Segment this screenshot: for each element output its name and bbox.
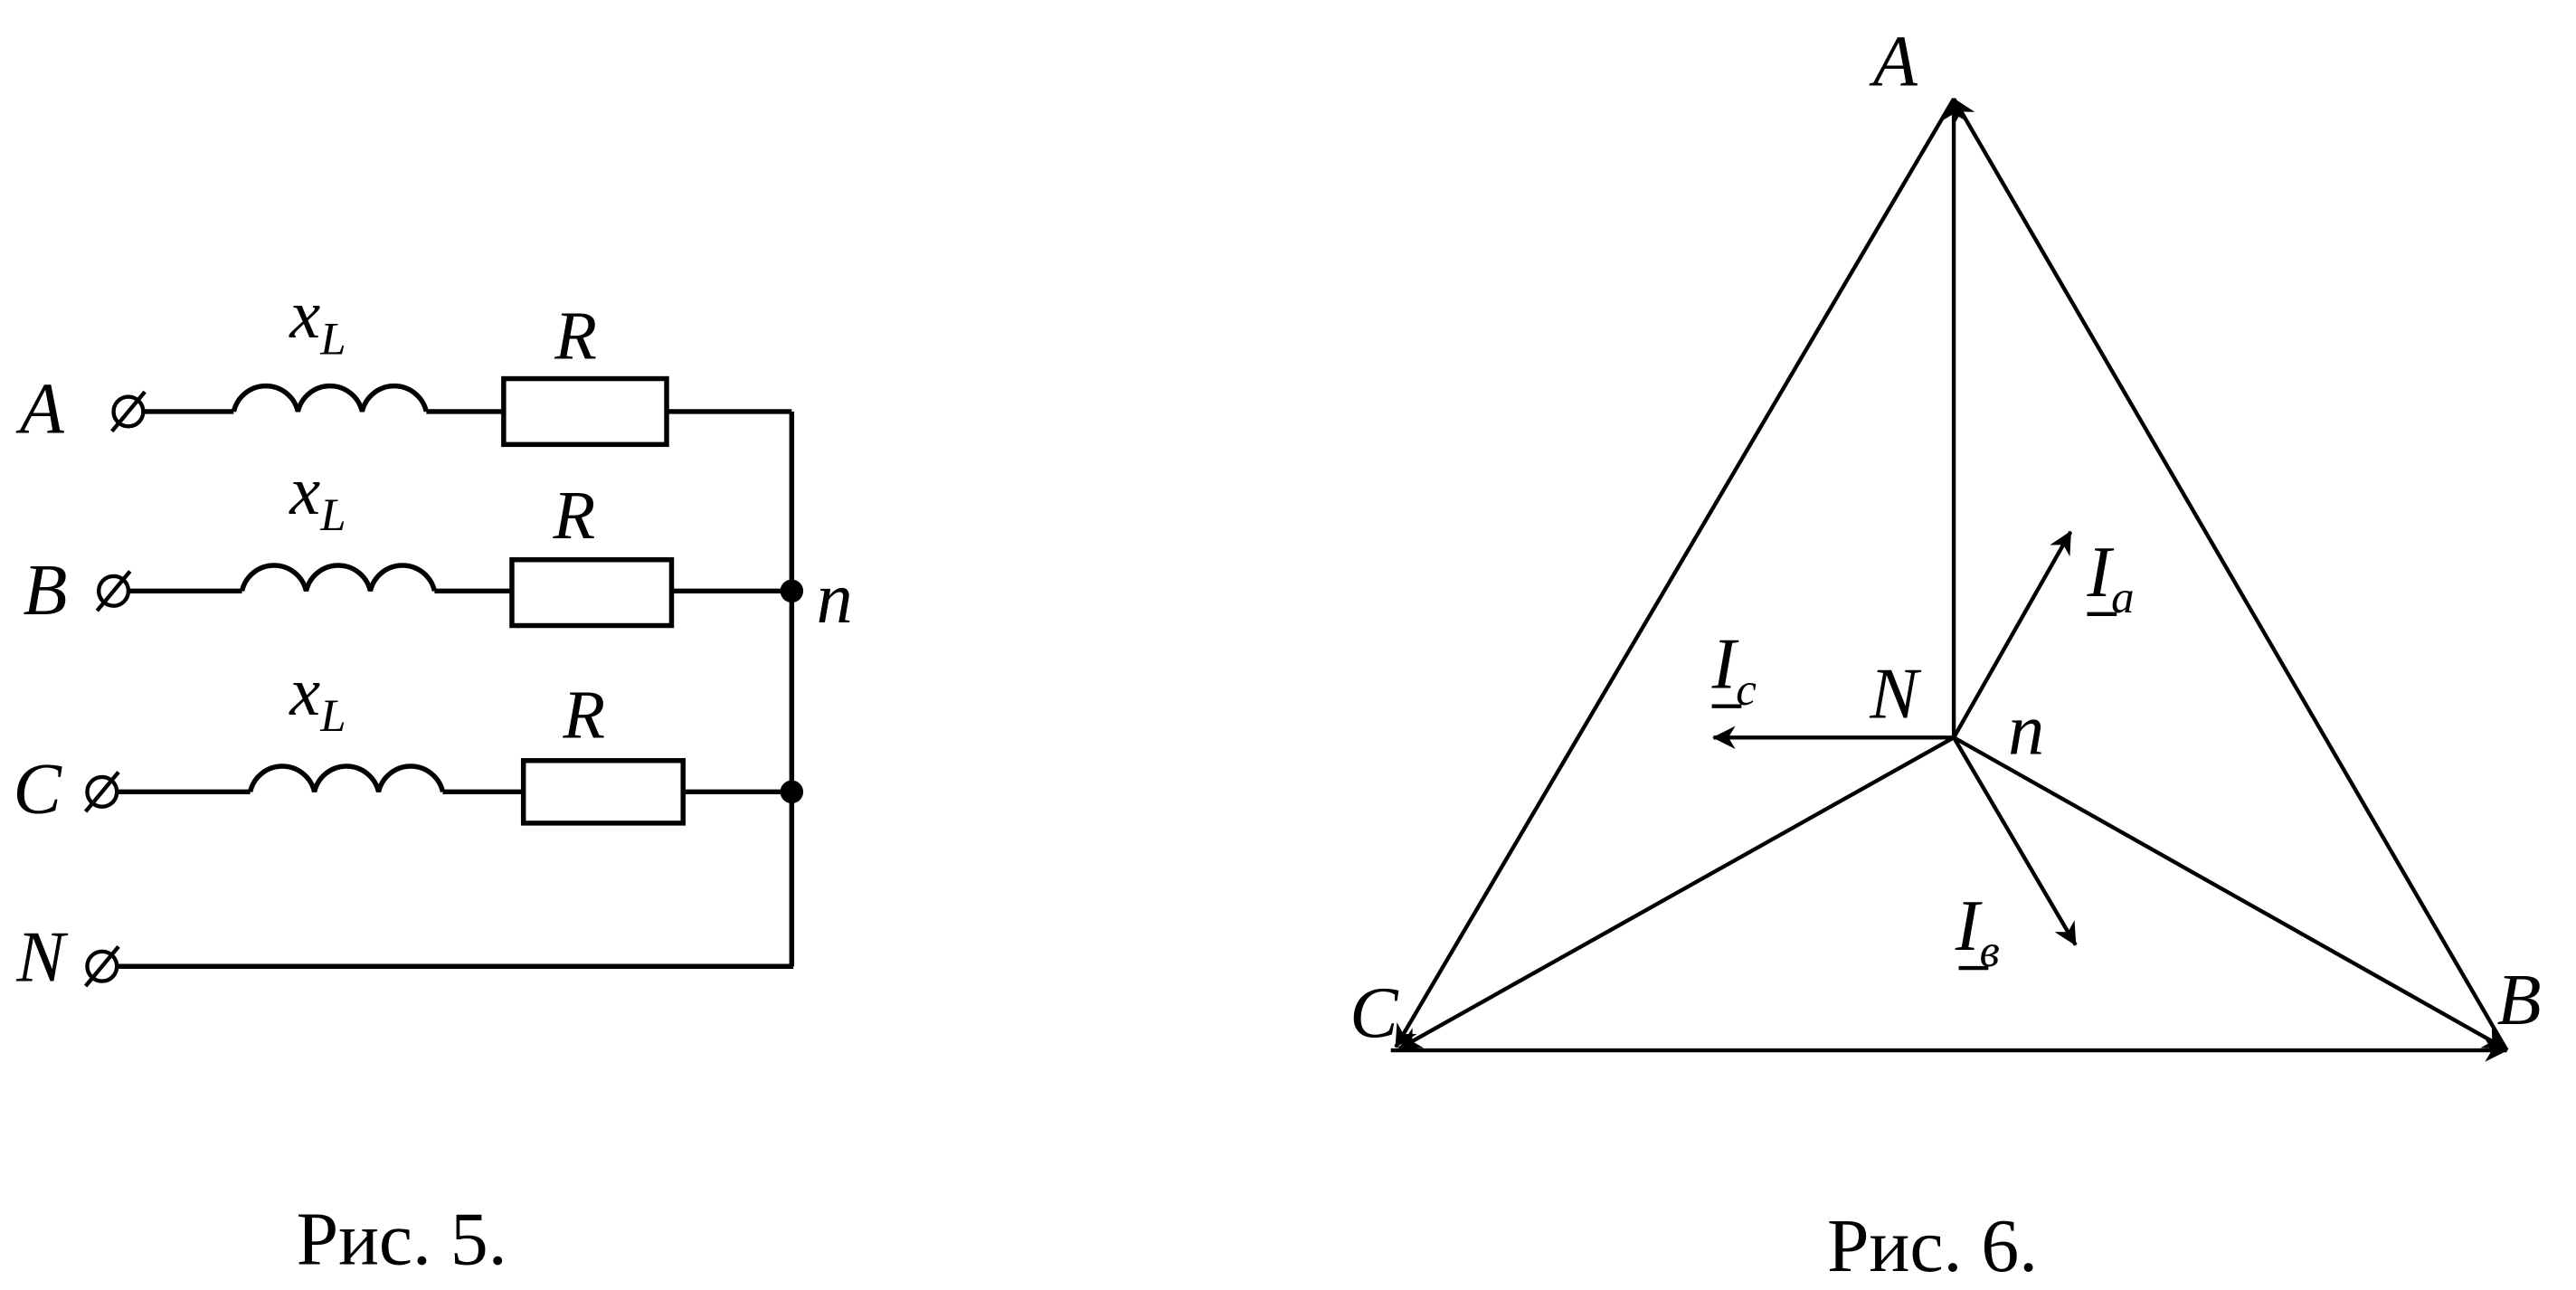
inductor-c [247,764,446,793]
inductor-label-b: xL [289,452,346,541]
caption-fig6: Рис. 6. [1827,1204,2038,1288]
caption-fig5: Рис. 5. [297,1198,507,1282]
resistor-label-a: R [554,298,597,375]
inductor-label-c: xL [289,653,346,742]
resistor-label-b: R [552,477,595,554]
svg-text:Iв: Iв [1955,887,2000,977]
phasor-nc [1397,735,1956,1051]
resistor-c [520,758,686,826]
vertex-label-b: B [2497,961,2542,1040]
inductor-label-a: xL [289,276,346,365]
phasor-diagram: A B C N n Ia Iв Ic Рис. 6. [1350,23,2541,1288]
current-phasor-b [1952,736,2078,946]
resistor-b [509,557,675,629]
node-label-n-phasor: n [2008,690,2044,770]
phase-a-branch: A xL R [15,276,792,450]
phasor-nb [1953,735,2506,1051]
resistor-label-c: R [562,676,605,753]
resistor-a [501,375,669,448]
terminal-label-a: A [15,370,65,450]
vertex-label-c: C [1350,973,1399,1053]
current-label-b: Iв [1955,887,2000,977]
current-phasor-a [1952,530,2073,739]
junction-dot-c [780,780,804,804]
vertex-label-a: A [1869,23,1918,102]
neutral-label-n: N [1869,654,1922,734]
current-label-a: Ia [2087,533,2135,623]
terminal-label-b: B [23,551,67,631]
node-label-n: n [817,559,853,639]
terminal-label-n: N [15,918,69,998]
terminal-label-c: C [14,750,63,830]
side-ba [1952,98,2509,1052]
inductor-b [239,563,438,593]
current-label-c: Ic [1711,625,1757,716]
junction-dot-n [780,579,804,603]
inductor-a [231,383,429,413]
neutral-branch: N [15,918,794,998]
phase-b-branch: B xL R [23,452,792,631]
svg-text:Ic: Ic [1711,625,1757,716]
phase-c-branch: C xL R [14,653,792,830]
side-ac [1394,98,1956,1048]
svg-text:Ia: Ia [2087,533,2135,623]
circuit-diagram: A xL R B xL R C [14,276,853,1282]
